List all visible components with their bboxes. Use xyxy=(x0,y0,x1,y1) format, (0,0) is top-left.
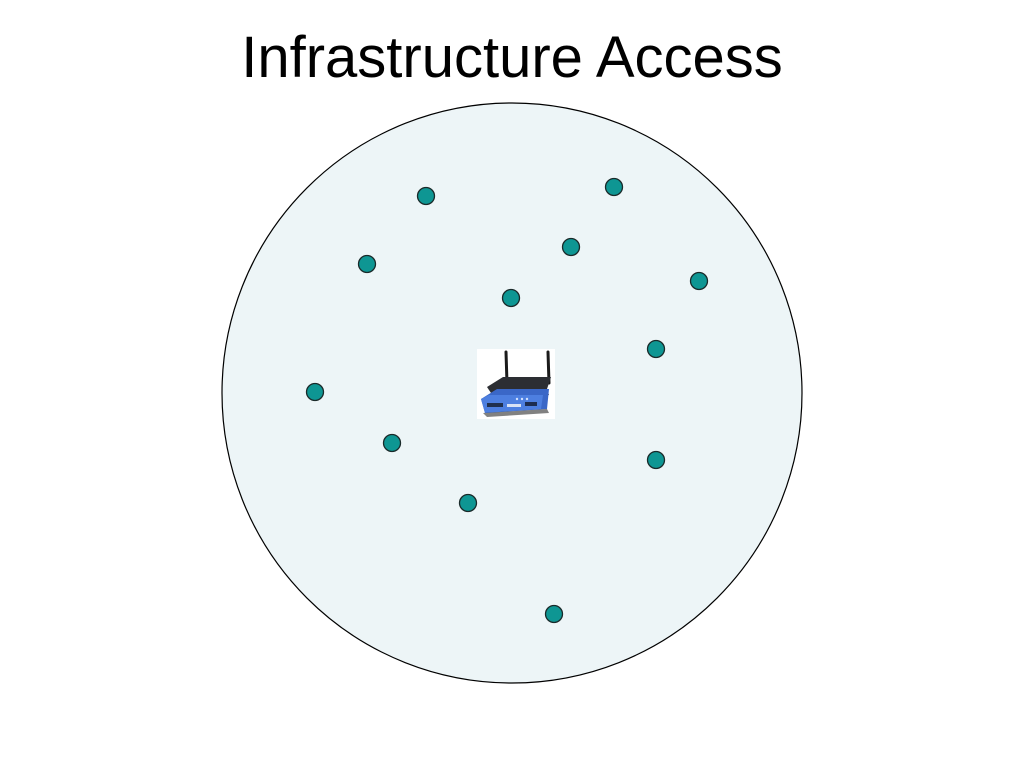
station-node-icon xyxy=(416,186,436,206)
station-node-icon xyxy=(501,288,521,308)
station-node-icon xyxy=(382,433,402,453)
wireless-router-icon xyxy=(477,349,555,419)
slide-title: Infrastructure Access xyxy=(241,25,783,90)
station-node-icon xyxy=(646,339,666,359)
station-node-icon xyxy=(646,450,666,470)
station-node-icon xyxy=(604,177,624,197)
station-node-icon xyxy=(458,493,478,513)
stations-group xyxy=(305,177,709,624)
station-node-icon xyxy=(689,271,709,291)
station-node-icon xyxy=(305,382,325,402)
station-node-icon xyxy=(561,237,581,257)
station-node-icon xyxy=(544,604,564,624)
station-node-icon xyxy=(357,254,377,274)
